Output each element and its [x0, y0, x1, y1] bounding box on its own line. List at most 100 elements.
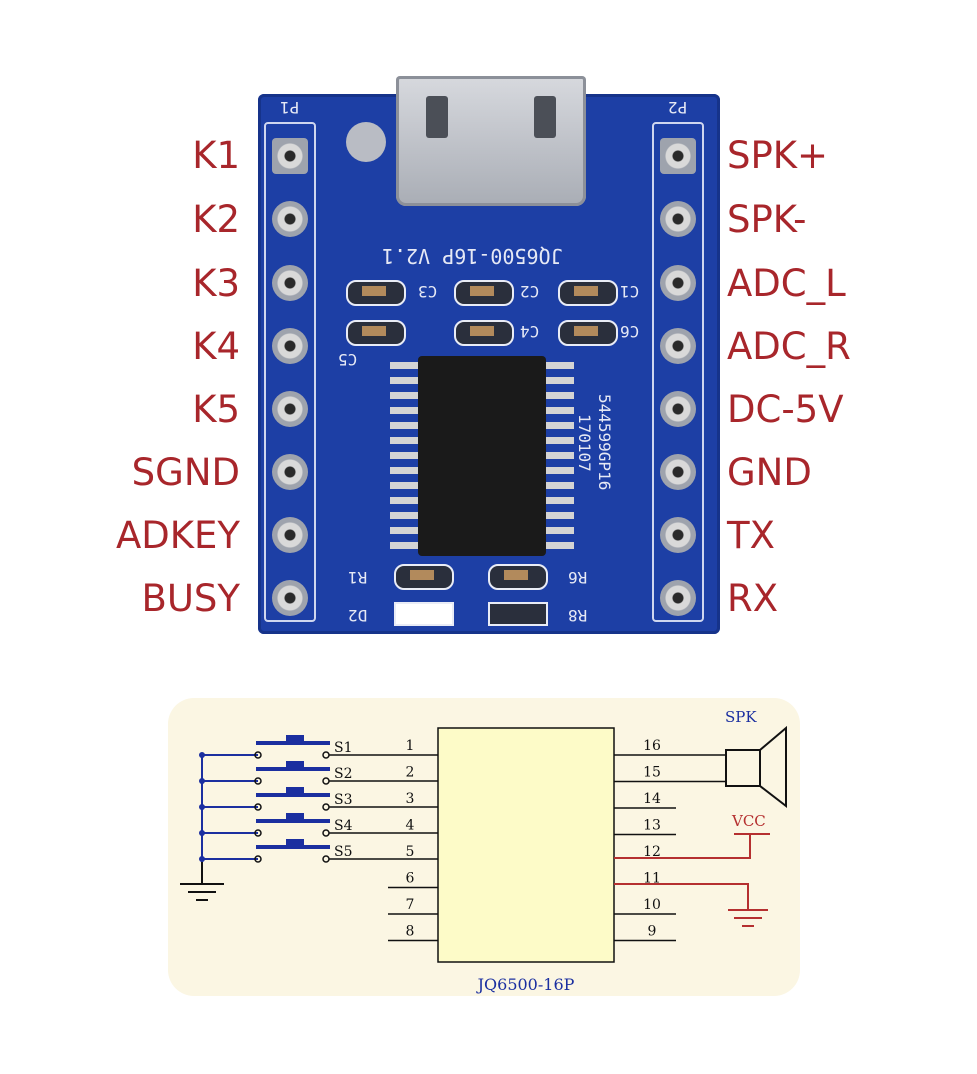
ic-left-pin-number: 6 [406, 871, 415, 887]
chip-pin [546, 437, 574, 444]
ic-right-pin-number: 14 [643, 791, 661, 807]
chip-pin [546, 407, 574, 414]
header-hole [272, 580, 308, 616]
ic-right-pin-number: 16 [643, 738, 661, 754]
switch-terminal [322, 829, 330, 837]
ic-right-pin-number: 11 [643, 871, 661, 887]
pin-label-adc-r: ADC_R [727, 325, 851, 368]
header-hole [660, 391, 696, 427]
ic-right-pin-number: 15 [643, 765, 661, 781]
header-hole [272, 138, 308, 174]
pin-label-gnd: GND [727, 451, 812, 494]
speaker-label: SPK [725, 708, 757, 726]
ic-box [437, 727, 615, 963]
gnd-wire [614, 883, 749, 910]
switch-label: S3 [334, 792, 353, 808]
smd-resistor [488, 564, 548, 590]
smd-capacitor [454, 320, 514, 346]
switch-terminal [254, 803, 262, 811]
micro-usb-connector [396, 76, 586, 206]
ic-left-pin-number: 1 [406, 738, 415, 754]
switch-button [286, 787, 304, 795]
switch-label: S2 [334, 766, 353, 782]
switch-button [286, 735, 304, 743]
pin-label-k4: K4 [192, 325, 240, 368]
smd-capacitor [454, 280, 514, 306]
switch-label: S5 [334, 844, 353, 860]
switch-terminal [322, 751, 330, 759]
header-hole [272, 454, 308, 490]
pin-label-tx: TX [727, 514, 775, 557]
chip-pin [546, 497, 574, 504]
chip-pin [390, 497, 418, 504]
chip-pin [546, 467, 574, 474]
chip-pin [546, 482, 574, 489]
pin-label-rx: RX [727, 577, 779, 620]
chip-pin [390, 362, 418, 369]
mounting-pad [346, 122, 386, 162]
chip-pin [390, 452, 418, 459]
header-hole [660, 580, 696, 616]
chip-pin [390, 407, 418, 414]
chip-pin [546, 542, 574, 549]
pin-label-k2: K2 [192, 198, 240, 241]
usb-slot [426, 96, 448, 138]
header-hole [660, 138, 696, 174]
chip-pin [390, 542, 418, 549]
switch-terminal [322, 803, 330, 811]
ic-right-pin-number: 10 [643, 897, 661, 913]
ic-left-pin-number: 2 [406, 765, 415, 781]
ic-left-pin-number: 4 [406, 818, 415, 834]
header-hole [660, 265, 696, 301]
ic-left-pin-number: 8 [406, 924, 415, 940]
chip-pin [546, 527, 574, 534]
switch-terminal [254, 855, 262, 863]
pin-label-k1: K1 [192, 134, 240, 177]
speaker-body [725, 749, 761, 787]
header-p2 [652, 122, 704, 622]
junction-dot [199, 830, 205, 836]
chip-pin [546, 377, 574, 384]
header-hole [272, 391, 308, 427]
chip-pin [546, 452, 574, 459]
pin-label-spk-minus: SPK- [727, 198, 807, 241]
header-hole [272, 265, 308, 301]
smd-capacitor [558, 280, 618, 306]
usb-slot [534, 96, 556, 138]
ic-right-pin-number: 13 [643, 818, 661, 834]
vcc-label: VCC [731, 812, 766, 830]
smd-capacitor [558, 320, 618, 346]
header-p1 [264, 122, 316, 622]
chip-pin [546, 392, 574, 399]
pin-label-dc-5v: DC-5V [727, 388, 844, 431]
pin-label-k5: K5 [192, 388, 240, 431]
chip-pin [390, 512, 418, 519]
header-hole [272, 328, 308, 364]
chip-pin [546, 512, 574, 519]
chip-pin [390, 527, 418, 534]
pcb-board: P1 P2 JQ6500-16P V2.1 C3 C2 C1 C4 C6 C5 … [258, 76, 720, 634]
ic-right-pin-number: 9 [648, 924, 657, 940]
speaker-cone [759, 725, 787, 809]
led-d2 [394, 602, 454, 626]
header-hole [660, 328, 696, 364]
pin-label-sgnd: SGND [131, 451, 240, 494]
ic-left-pin-number: 7 [406, 897, 415, 913]
switch-button [286, 839, 304, 847]
switch-label: S1 [334, 740, 353, 756]
junction-dot [199, 856, 205, 862]
chip-pin [390, 467, 418, 474]
header-hole [272, 517, 308, 553]
pin-label-adkey: ADKEY [115, 514, 240, 557]
header-hole [660, 201, 696, 237]
pin-label-adc-l: ADC_L [727, 262, 846, 305]
header-hole [272, 201, 308, 237]
switch-button [286, 761, 304, 769]
vcc-wire [614, 834, 751, 859]
ic-left-pin-number: 3 [406, 791, 415, 807]
pin-label-k3: K3 [192, 262, 240, 305]
pin-label-spk-plus: SPK+ [727, 134, 829, 177]
chip-pin [546, 362, 574, 369]
header-hole [660, 517, 696, 553]
